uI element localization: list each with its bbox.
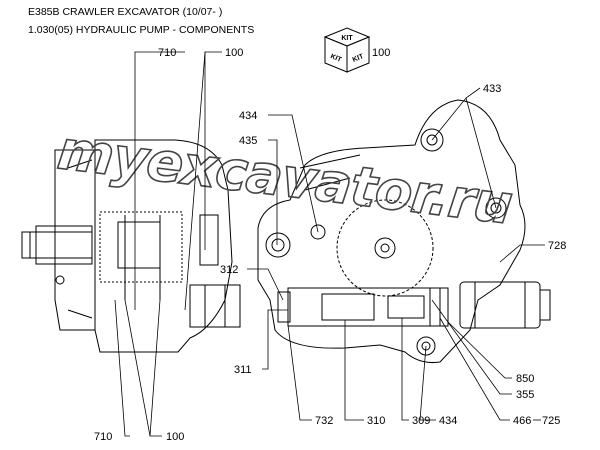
callout-728: 728 [548, 240, 566, 252]
callout-466: 466 [513, 415, 531, 427]
callout-433: 433 [483, 83, 501, 95]
kit-label-left: KIT [329, 53, 343, 64]
callout-725: 725 [542, 415, 560, 427]
section-title: 1.030(05) HYDRAULIC PUMP - COMPONENTS [28, 24, 255, 36]
kit-ref-number: 100 [372, 47, 390, 59]
callout-100-top: 100 [225, 47, 243, 59]
leader-lines [114, 51, 545, 437]
callout-710-bottom: 710 [94, 431, 112, 443]
callout-732: 732 [315, 415, 333, 427]
kit-label-top: KIT [341, 35, 353, 42]
pump-right-view [257, 99, 551, 363]
callout-311: 311 [234, 364, 252, 376]
pump-left-view [21, 139, 241, 353]
kit-label-right: KIT [352, 53, 366, 64]
callout-100-bottom: 100 [166, 431, 184, 443]
callout-355: 355 [516, 389, 534, 401]
callout-434-bottom: 434 [439, 415, 457, 427]
callout-710-top: 710 [158, 47, 176, 59]
callout-435: 435 [239, 135, 257, 147]
callout-312: 312 [220, 264, 238, 276]
model-title: E385B CRAWLER EXCAVATOR (10/07- ) [28, 6, 223, 18]
callout-850: 850 [516, 373, 534, 385]
callout-310: 310 [367, 415, 385, 427]
callout-434-top: 434 [239, 110, 257, 122]
callouts: 710 100 434 435 433 728 312 311 850 355 … [94, 47, 566, 443]
kit-box-icon: KIT KIT KIT [323, 27, 371, 73]
callout-309: 309 [412, 415, 430, 427]
watermark-text: myexcavator.ru [54, 118, 515, 236]
